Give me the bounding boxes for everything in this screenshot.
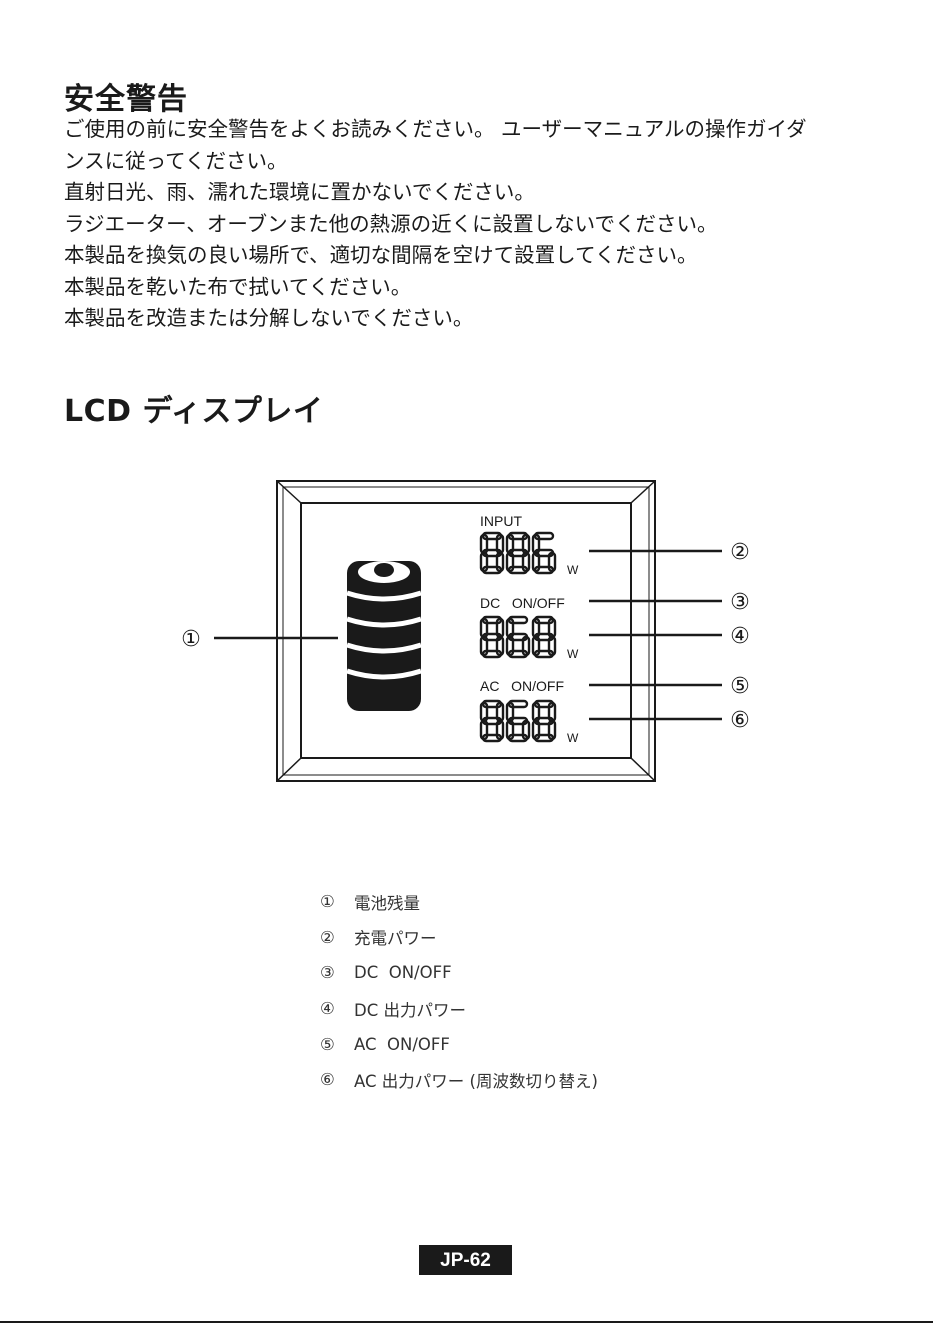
dc-unit: W [567, 647, 579, 661]
ac-readout-digit [505, 699, 531, 743]
segment [507, 548, 529, 558]
ac-readout-digit [479, 699, 505, 743]
segment [533, 716, 555, 726]
segment [507, 716, 529, 726]
callout-4: ④ [730, 624, 750, 649]
legend-text: DC ON/OFF [354, 963, 452, 983]
lcd-bezel [276, 480, 656, 782]
bottom-rule [0, 1321, 933, 1323]
legend-number: ③ [320, 963, 335, 983]
segment [507, 632, 529, 642]
safety-text: ご使用の前に安全警告をよくお読みください。 ユーザーマニュアルの操作ガイダ ンス… [64, 114, 884, 335]
legend-list: ① 電池残量 ② 充電パワー ③ DC ON/OFF ④ DC 出力パワー ⑤ AC ON… [320, 884, 598, 1098]
callout-5: ⑤ [730, 674, 750, 699]
ac-readout-digit [531, 699, 557, 743]
input-readout-digit [531, 531, 557, 575]
segment [481, 716, 503, 726]
safety-line: 本製品を乾いた布で拭いてください。 [64, 274, 412, 299]
legend-item: ③ DC ON/OFF [320, 955, 598, 991]
legend-number: ④ [320, 999, 335, 1019]
dc-readout-digit [531, 615, 557, 659]
callout-6: ⑥ [730, 708, 750, 733]
legend-text: 電池残量 [354, 893, 420, 913]
segment [533, 548, 555, 558]
callout-2: ② [730, 540, 750, 565]
input-label: INPUT [480, 513, 522, 529]
legend-item: ⑤ AC ON/OFF [320, 1026, 598, 1062]
legend-number: ② [320, 927, 335, 947]
safety-line: ンスに従ってください。 [64, 148, 288, 173]
legend-number: ① [320, 892, 335, 912]
safety-line: 直射日光、雨、濡れた環境に置かないでください。 [64, 180, 535, 204]
safety-line: ご使用の前に安全警告をよくお読みください。 ユーザーマニュアルの操作ガイダ [64, 117, 807, 141]
legend-text: 充電パワー [354, 929, 437, 949]
dc-readout-digit [505, 615, 531, 659]
page-number-badge: JP-62 [419, 1245, 512, 1275]
battery-icon [346, 561, 422, 711]
input-readout-digit [479, 531, 505, 575]
callout-lines [214, 549, 722, 721]
callout-3: ③ [730, 590, 750, 615]
safety-line: ラジエーター、オーブンまた他の熱源の近くに設置しないでください。 [64, 211, 718, 236]
input-unit: W [567, 563, 579, 577]
input-readout-digit [505, 531, 531, 575]
dc-onoff-label: DC ON/OFF [480, 595, 565, 611]
safety-line: 本製品を改造または分解しないでください。 [64, 306, 474, 330]
dc-readout-digit [479, 615, 505, 659]
legend-item: ④ DC 出力パワー [320, 991, 598, 1027]
legend-item: ② 充電パワー [320, 920, 598, 956]
segment [481, 632, 503, 642]
legend-text: AC 出力パワー (周波数切り替え) [354, 1071, 598, 1091]
safety-title: 安全警告 [64, 82, 188, 117]
legend-text: AC ON/OFF [354, 1034, 450, 1054]
seven-segment-readouts [479, 531, 557, 743]
ac-onoff-label: AC ON/OFF [480, 678, 564, 694]
safety-line: 本製品を換気の良い場所で、適切な間隔を空けて設置してください。 [64, 243, 698, 267]
legend-item: ⑥ AC 出力パワー (周波数切り替え) [320, 1062, 598, 1098]
legend-number: ⑥ [320, 1070, 335, 1090]
legend-number: ⑤ [320, 1034, 335, 1054]
lcd-title: LCD ディスプレイ [64, 394, 324, 429]
legend-item: ① 電池残量 [320, 884, 598, 920]
ac-unit: W [567, 731, 579, 745]
segment [533, 632, 555, 642]
legend-text: DC 出力パワー [354, 1000, 466, 1020]
segment [481, 548, 503, 558]
callout-1: ① [181, 627, 201, 652]
